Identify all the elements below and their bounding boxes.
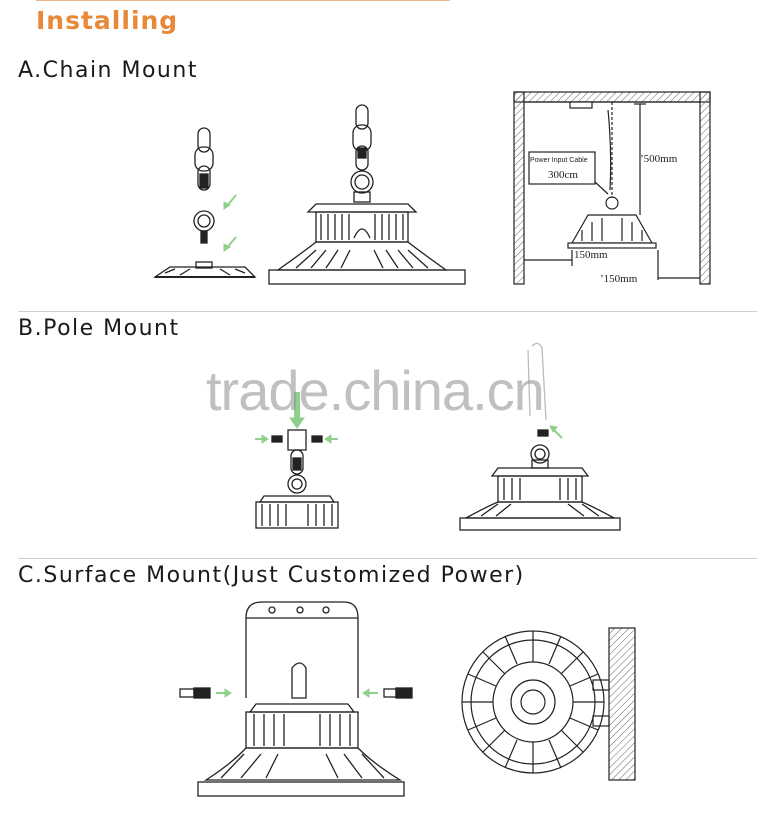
section-title-chain-mount: A.Chain Mount <box>18 58 198 83</box>
section-title-pole-mount: B.Pole Mount <box>18 316 180 341</box>
dim-150mm-right: ’150mm <box>600 273 638 285</box>
pole-assembled-fixture <box>459 342 621 531</box>
title-underline <box>36 0 450 1</box>
divider-a <box>18 311 757 312</box>
dim-500mm: ’500mm <box>640 153 678 165</box>
watermark: trade.china.cn <box>206 359 545 422</box>
divider-b <box>18 558 757 559</box>
chain-exploded-diagram <box>152 127 257 278</box>
page-title: Installing <box>36 6 179 35</box>
chain-assembled-fixture <box>268 104 466 285</box>
power-input-label: Power Input Cable <box>530 157 588 164</box>
dim-150mm-left: 150mm <box>574 249 608 261</box>
pole-exploded-diagram <box>255 392 339 529</box>
chain-installation-dimensions: ’500mm Power Input Cable 300cm 150mm ’15… <box>513 91 711 285</box>
surface-exploded-diagram <box>179 601 413 797</box>
surface-wall-mounted-view <box>461 627 636 781</box>
cable-length-label: 300cm <box>548 169 578 181</box>
section-title-surface-mount: C.Surface Mount(Just Customized Power) <box>18 563 525 588</box>
